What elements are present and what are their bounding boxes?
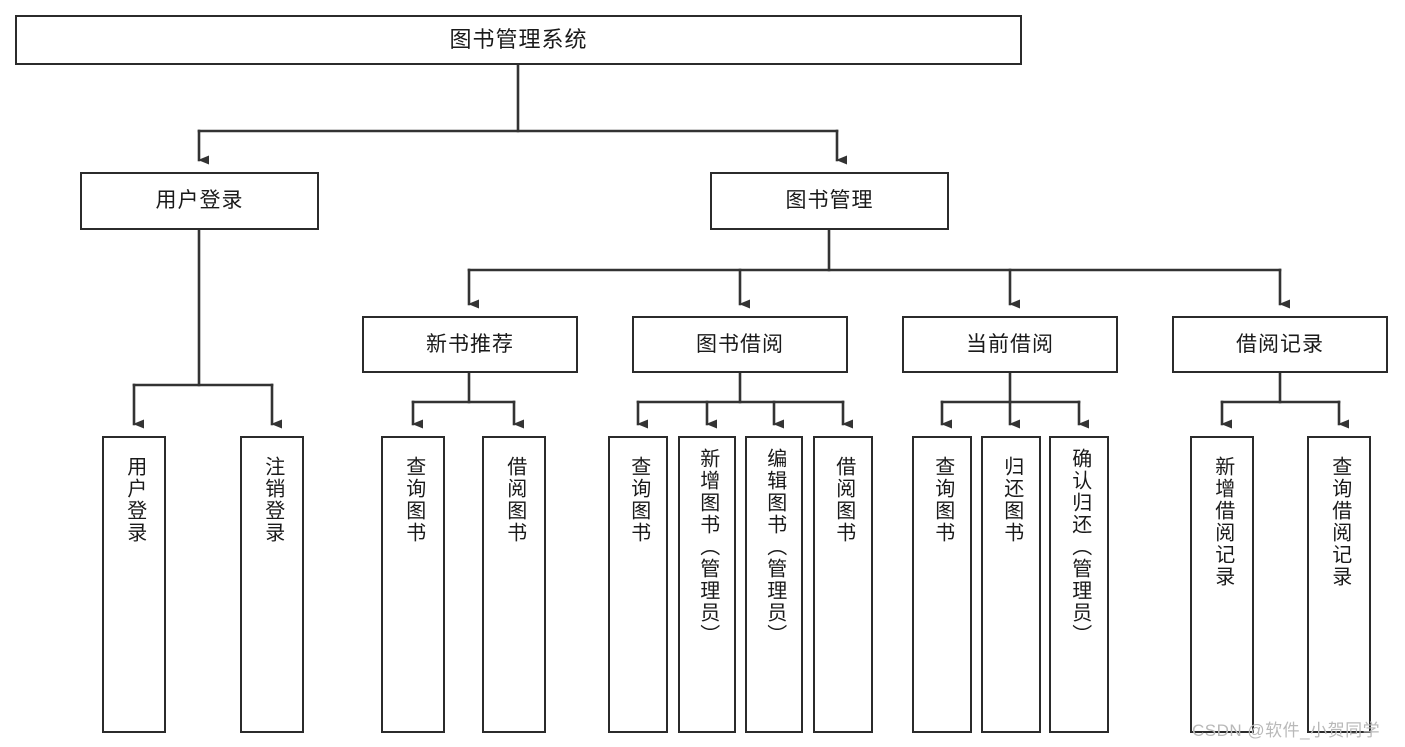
node-label: 借阅图书	[503, 456, 526, 544]
node-label: 用户登录	[155, 189, 244, 213]
watermark-text: CSDN @软件_小贺同学	[1192, 721, 1381, 740]
leaf-book-borrow-query-book[interactable]: 查询图书	[608, 436, 668, 733]
leaf-current-borrow-confirm-return-admin[interactable]: 确认归还（管理员）	[1049, 436, 1109, 733]
leaf-borrow-record-add-record[interactable]: 新增借阅记录	[1190, 436, 1254, 733]
node-label: 注销登录	[261, 456, 284, 544]
node-label: 查询借阅记录	[1328, 456, 1351, 588]
node-user-login[interactable]: 用户登录	[80, 172, 319, 230]
leaf-current-borrow-query-book[interactable]: 查询图书	[912, 436, 972, 733]
leaf-new-book-query-book[interactable]: 查询图书	[381, 436, 445, 733]
leaf-new-book-borrow-book[interactable]: 借阅图书	[482, 436, 546, 733]
node-borrow-record[interactable]: 借阅记录	[1172, 316, 1388, 373]
leaf-current-borrow-return-book[interactable]: 归还图书	[981, 436, 1041, 733]
node-label: 确认归还（管理员）	[1068, 448, 1091, 646]
node-label: 图书管理系统	[449, 26, 588, 52]
leaf-user-login-login[interactable]: 用户登录	[102, 436, 166, 733]
node-label: 查询图书	[402, 456, 425, 544]
node-label: 编辑图书（管理员）	[763, 448, 786, 646]
leaf-user-login-logout[interactable]: 注销登录	[240, 436, 304, 733]
node-label: 新书推荐	[426, 332, 514, 356]
node-label: 当前借阅	[966, 332, 1054, 356]
node-label: 图书管理	[785, 189, 874, 213]
node-root-book-management-system[interactable]: 图书管理系统	[15, 15, 1022, 65]
node-label: 用户登录	[123, 456, 146, 544]
node-label: 图书借阅	[696, 332, 784, 356]
leaf-borrow-record-query-record[interactable]: 查询借阅记录	[1307, 436, 1371, 733]
node-label: 归还图书	[1000, 456, 1023, 544]
leaf-book-borrow-add-book-admin[interactable]: 新增图书（管理员）	[678, 436, 736, 733]
node-label: 新增借阅记录	[1211, 456, 1234, 588]
node-label: 查询图书	[931, 456, 954, 544]
node-label: 新增图书（管理员）	[696, 448, 719, 646]
node-label: 查询图书	[627, 456, 650, 544]
node-label: 借阅图书	[832, 456, 855, 544]
node-label: 借阅记录	[1236, 332, 1324, 356]
leaf-book-borrow-edit-book-admin[interactable]: 编辑图书（管理员）	[745, 436, 803, 733]
node-current-borrow[interactable]: 当前借阅	[902, 316, 1118, 373]
node-book-borrow[interactable]: 图书借阅	[632, 316, 848, 373]
node-new-book-recommend[interactable]: 新书推荐	[362, 316, 578, 373]
leaf-book-borrow-borrow-book[interactable]: 借阅图书	[813, 436, 873, 733]
node-book-management[interactable]: 图书管理	[710, 172, 949, 230]
